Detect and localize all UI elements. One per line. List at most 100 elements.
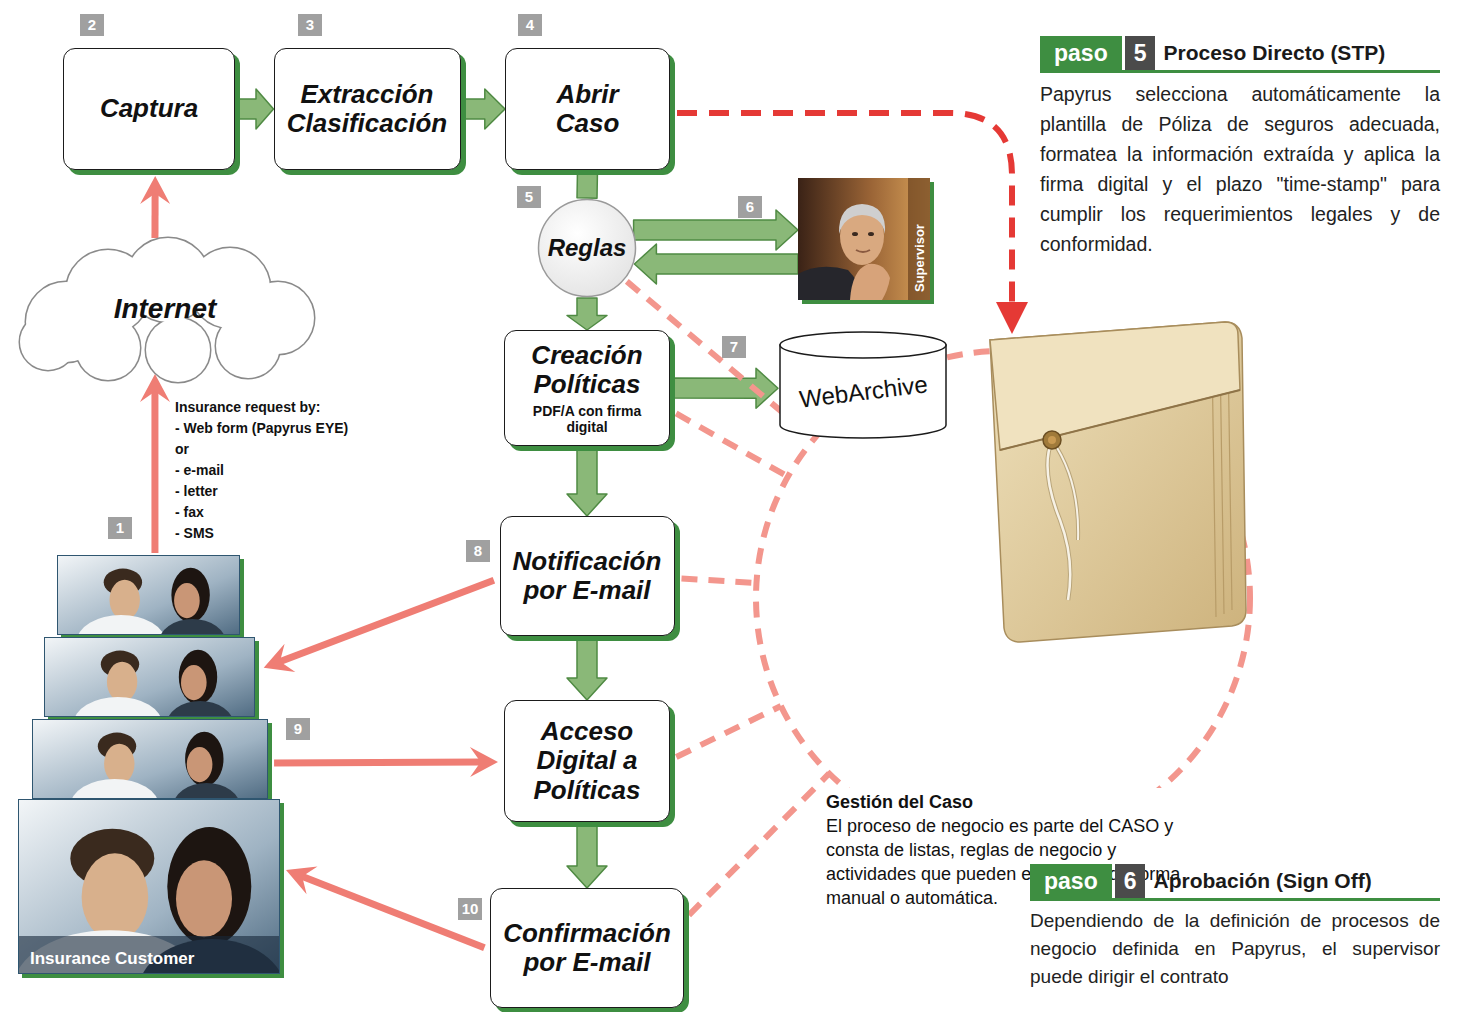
callout-number: 4 — [518, 14, 542, 36]
note-heading: Gestión del Caso — [826, 790, 1198, 814]
callout-number: 2 — [80, 14, 104, 36]
request-channel: - e-mail — [175, 461, 224, 479]
drawing-circle — [146, 318, 210, 382]
request-channel: - SMS — [175, 524, 214, 542]
connector — [634, 210, 798, 250]
drawing-path — [1052, 440, 1078, 540]
request-heading: Insurance request by: — [175, 398, 321, 416]
arrow-shaft — [280, 580, 494, 662]
drawing-circle — [1048, 436, 1056, 444]
box-label: Acceso Digital a Políticas — [517, 717, 657, 804]
arrow-shaft — [151, 193, 158, 238]
drawing-circle — [20, 314, 76, 370]
block-arrow — [567, 636, 607, 700]
block-arrow — [577, 170, 598, 198]
dashed-line — [676, 706, 781, 757]
arrow-shaft — [151, 391, 158, 553]
drawing-rect — [18, 799, 280, 974]
block-arrow — [235, 89, 274, 129]
drawing-circle — [146, 318, 210, 382]
step-word: paso — [1030, 864, 1112, 898]
callout-number: 5 — [517, 186, 541, 208]
drawing-path — [677, 113, 1012, 306]
step-panel: paso5Proceso Directo (STP)Papyrus selecc… — [1040, 36, 1440, 259]
box-title: Acceso Digital a Políticas — [517, 717, 657, 804]
dashed-line — [689, 773, 829, 915]
connector — [689, 773, 829, 915]
dashed-line — [681, 578, 756, 583]
box-title: Confirmación por E-mail — [501, 919, 673, 977]
drawing-circle — [76, 316, 140, 380]
step-body: Dependiendo de la definición de procesos… — [1030, 907, 1440, 991]
request-channel: - Web form (Papyrus EYE) — [175, 419, 348, 437]
request-channel: - fax — [175, 503, 204, 521]
process-box: Creación PolíticasPDF/A con firma digita… — [504, 330, 670, 446]
drawing-ellipse — [167, 827, 251, 946]
photo-caption: Supervisor — [912, 224, 927, 292]
callout-number: 3 — [298, 14, 322, 36]
drawing-ellipse — [179, 650, 217, 704]
drawing-rect — [18, 936, 280, 974]
process-box: Confirmación por E-mail — [490, 888, 684, 1008]
drawing-path — [1000, 390, 1240, 450]
connector — [676, 413, 788, 476]
connector — [567, 298, 607, 330]
customer-photo-stack — [18, 555, 286, 977]
drawing-rect — [44, 637, 255, 717]
arrow-shaft — [274, 759, 481, 767]
connector — [681, 578, 756, 583]
drawing-path — [990, 322, 1246, 642]
step-title: Aprobación (Sign Off) — [1145, 864, 1371, 898]
process-box: Captura — [63, 48, 235, 170]
drawing-ellipse — [110, 580, 140, 620]
arrow-head — [264, 644, 296, 672]
drawing-ellipse — [181, 665, 207, 700]
callout-number: 7 — [722, 336, 746, 358]
connector — [274, 747, 498, 777]
rules-label: Reglas — [548, 234, 627, 262]
step-header: paso6Aprobación (Sign Off) — [1030, 864, 1440, 901]
callout-number: 10 — [458, 898, 482, 920]
arrow-head — [286, 866, 318, 894]
block-arrow — [634, 210, 798, 250]
drawing-circle — [20, 314, 76, 370]
box-title: Abrir Caso — [533, 80, 643, 138]
supervisor-image — [798, 178, 930, 300]
step-header: paso5Proceso Directo (STP) — [1040, 36, 1440, 73]
drawing-rect — [798, 178, 930, 300]
box-title: Captura — [74, 94, 224, 123]
connector — [461, 89, 506, 129]
callout-number: 9 — [286, 718, 310, 740]
request-channel: - letter — [175, 482, 218, 500]
drawing-path — [1052, 440, 1078, 540]
box-title: Creación Políticas — [517, 341, 657, 399]
connector — [140, 176, 170, 238]
drawing-path — [856, 250, 870, 252]
drawing-rect — [58, 556, 240, 635]
connector — [235, 89, 274, 129]
drawing-rect — [33, 720, 268, 799]
drawing-rect — [32, 719, 268, 799]
box-label: Notificación por E-mail — [511, 547, 664, 605]
connector — [567, 446, 607, 516]
connector — [264, 580, 494, 672]
drawing-circle — [216, 314, 280, 378]
box-title: Notificación por E-mail — [511, 547, 664, 605]
drawing-rect — [908, 178, 930, 300]
drawing-ellipse — [107, 662, 137, 702]
connector — [676, 706, 781, 757]
connector — [670, 368, 778, 408]
connector — [567, 822, 607, 888]
process-box: Extracción Clasificación — [274, 48, 461, 170]
drawing-ellipse — [185, 732, 223, 786]
process-box: Acceso Digital a Políticas — [504, 700, 670, 822]
block-arrow — [461, 89, 506, 129]
box-label: Abrir Caso — [533, 80, 643, 138]
customer-photos: Insurance Customer — [18, 555, 286, 977]
block-arrow — [567, 446, 607, 516]
connector — [140, 374, 170, 553]
callout-number: 8 — [466, 540, 490, 562]
connector — [286, 866, 484, 947]
request-channel: or — [175, 440, 189, 458]
step-number: 5 — [1125, 36, 1156, 70]
